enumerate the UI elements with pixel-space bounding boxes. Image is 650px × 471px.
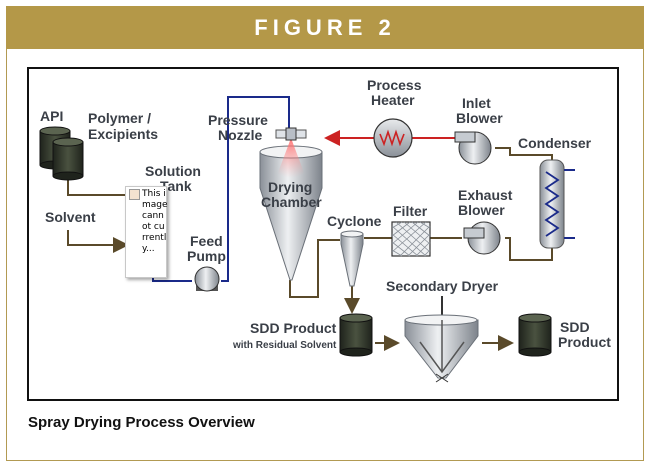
label-sdd-product-2: Product bbox=[558, 334, 611, 350]
label-solution-tank-2: Tank bbox=[160, 178, 192, 194]
label-solvent: Solvent bbox=[45, 209, 96, 225]
polymer-drum bbox=[52, 137, 84, 181]
label-sdd-product-1: SDD bbox=[560, 319, 590, 335]
label-cyclone: Cyclone bbox=[327, 213, 382, 229]
label-pressure-nozzle-2: Nozzle bbox=[218, 127, 263, 143]
label-solution-tank-1: Solution bbox=[145, 163, 201, 179]
feed-line bbox=[152, 96, 290, 282]
label-feed-pump-2: Pump bbox=[187, 248, 226, 264]
process-heater bbox=[373, 118, 413, 158]
label-process-heater-1: Process bbox=[367, 77, 422, 93]
exhaust-blower bbox=[463, 221, 501, 255]
figure-title: FIGURE 2 bbox=[254, 15, 396, 40]
broken-image-placeholder: This image cannot currently... bbox=[125, 186, 168, 278]
label-condenser: Condenser bbox=[518, 135, 592, 151]
label-sdd-residual-2: with Residual Solvent bbox=[232, 340, 337, 351]
diagram-labels: API Polymer / Excipients Solvent Solutio… bbox=[40, 77, 611, 351]
label-drying-chamber-1: Drying bbox=[268, 179, 312, 195]
label-feed-pump-1: Feed bbox=[190, 233, 223, 249]
secondary-dryer bbox=[404, 296, 479, 383]
sdd-product-drum bbox=[518, 313, 552, 357]
label-api: API bbox=[40, 108, 63, 124]
condenser bbox=[539, 159, 575, 249]
pressure-nozzle bbox=[275, 127, 307, 141]
label-secondary-dryer: Secondary Dryer bbox=[386, 278, 499, 294]
broken-image-text: This image cannot currently... bbox=[142, 189, 168, 254]
label-sdd-residual-1: SDD Product bbox=[250, 320, 337, 336]
filter bbox=[391, 221, 431, 257]
label-polymer-1: Polymer / bbox=[88, 110, 151, 126]
label-pressure-nozzle-1: Pressure bbox=[208, 112, 268, 128]
label-process-heater-2: Heater bbox=[371, 92, 415, 108]
label-drying-chamber-2: Chamber bbox=[261, 194, 322, 210]
label-polymer-2: Excipients bbox=[88, 126, 158, 142]
label-exhaust-blower-1: Exhaust bbox=[458, 187, 513, 203]
drying-chamber bbox=[259, 138, 323, 281]
figure-caption: Spray Drying Process Overview bbox=[28, 414, 255, 431]
feed-pump bbox=[194, 266, 220, 292]
inlet-blower bbox=[454, 131, 492, 165]
figure-banner: FIGURE 2 bbox=[6, 6, 644, 49]
cyclone bbox=[340, 230, 364, 287]
label-inlet-blower-2: Blower bbox=[456, 110, 503, 126]
label-inlet-blower-1: Inlet bbox=[462, 95, 491, 111]
label-filter: Filter bbox=[393, 203, 428, 219]
broken-image-icon bbox=[129, 189, 140, 200]
label-exhaust-blower-2: Blower bbox=[458, 202, 505, 218]
sdd-residual-drum bbox=[339, 313, 373, 357]
